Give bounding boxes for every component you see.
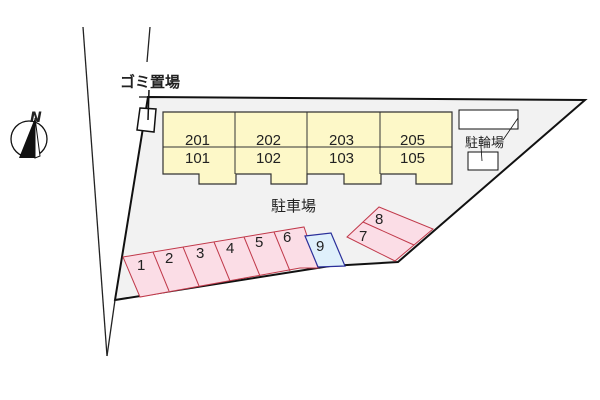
unit-102: 102 [256,150,281,167]
garbage-area [136,89,160,133]
parking-space-2: 2 [165,250,173,267]
bicycle-label: 駐輪場 [465,135,504,151]
parking-space-1: 1 [137,257,145,274]
unit-205: 205 [400,132,425,149]
parking-space-5: 5 [255,234,263,251]
svg-text:N: N [30,110,42,126]
bicycle-parking [458,109,519,171]
north-arrow-icon: N [10,110,48,159]
parking-space-4: 4 [226,240,234,257]
unit-203: 203 [329,132,354,149]
road-line-left [82,26,108,357]
unit-105: 105 [400,150,425,167]
parking-space-3: 3 [196,245,204,262]
unit-202: 202 [256,132,281,149]
parking-space-7: 7 [359,228,367,245]
apartment-building [162,111,453,185]
parking-space-9-outline [304,232,346,268]
garbage-label: ゴミ置場 [120,73,180,91]
parking-spaces-row [122,226,319,298]
parking-spaces-7-8 [346,206,434,262]
parking-space-6: 6 [283,229,291,246]
parking-space-9: 9 [316,238,324,255]
unit-103: 103 [329,150,354,167]
unit-101: 101 [185,150,210,167]
parking-label: 駐車場 [271,197,316,215]
unit-201: 201 [185,132,210,149]
parking-space-8: 8 [375,211,383,228]
road-line-right [146,26,151,63]
